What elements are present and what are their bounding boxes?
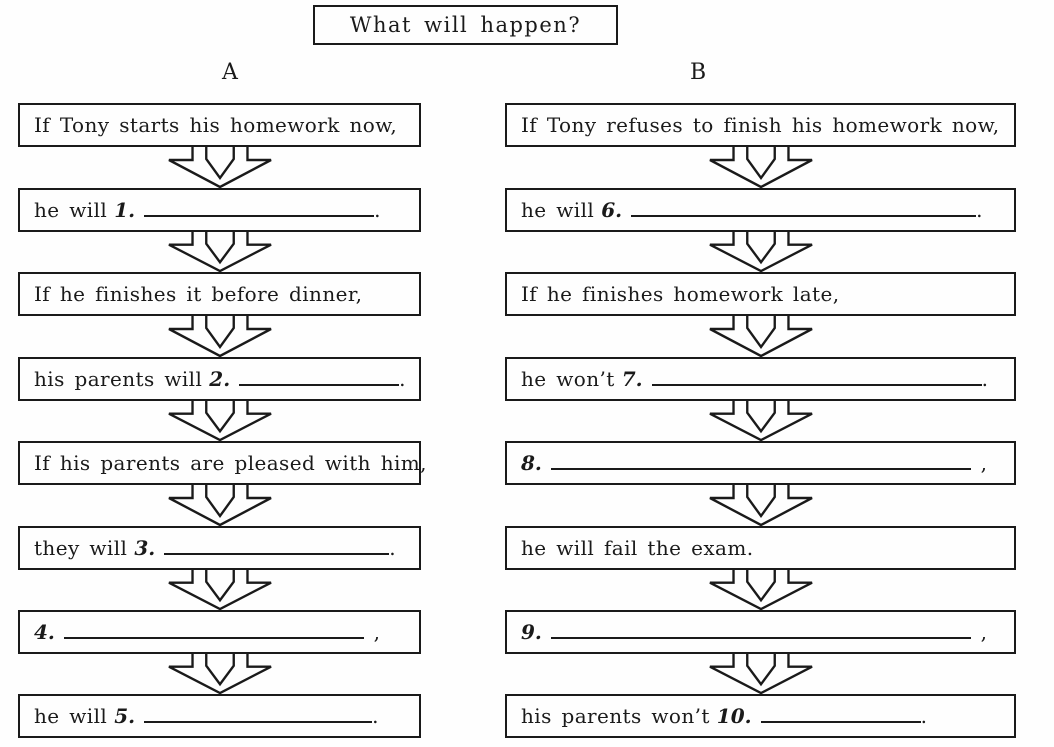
down-arrow-icon <box>708 230 814 273</box>
flow-box: 8. , <box>505 441 1016 485</box>
item-number: 9. <box>521 620 542 644</box>
down-arrow-icon <box>708 314 814 358</box>
box-punctuation: , <box>970 620 988 644</box>
answer-blank <box>63 634 364 639</box>
flow-box: If Tony refuses to finish his homework n… <box>505 103 1016 147</box>
box-text: he will fail the exam. <box>521 536 754 560</box>
box-text: he will <box>34 198 108 222</box>
title-box: What will happen? <box>313 5 618 45</box>
item-number: 10. <box>716 704 752 728</box>
answer-blank <box>144 718 373 723</box>
box-punctuation: . <box>372 704 379 728</box>
item-number: 5. <box>114 704 136 728</box>
box-punctuation: . <box>389 536 396 560</box>
flow-box: 9. , <box>505 610 1016 654</box>
box-text: If his parents are pleased with him, <box>34 451 427 475</box>
answer-blank <box>144 212 375 217</box>
down-arrow-icon <box>167 230 273 273</box>
flow-box: If his parents are pleased with him, <box>18 441 427 485</box>
box-text: he will <box>521 198 595 222</box>
flow-box: he will fail the exam. <box>505 526 1016 570</box>
item-number: 8. <box>521 451 542 475</box>
box-text: they will <box>34 536 128 560</box>
down-arrow-icon <box>167 568 273 611</box>
flow-box: If Tony starts his homework now, <box>18 103 421 147</box>
item-number: 6. <box>601 198 623 222</box>
answer-blank <box>164 550 390 555</box>
down-arrow-icon <box>167 399 273 442</box>
box-text: If Tony refuses to finish his homework n… <box>521 113 1000 137</box>
answer-blank <box>651 381 982 386</box>
column-a-header: A <box>222 60 239 85</box>
item-number: 1. <box>114 198 136 222</box>
down-arrow-icon <box>167 652 273 695</box>
answer-blank <box>239 381 400 386</box>
down-arrow-icon <box>167 483 273 527</box>
down-arrow-icon <box>708 145 814 189</box>
box-text: he won’t <box>521 367 615 391</box>
answer-blank <box>631 212 977 217</box>
flow-box: If he finishes homework late, <box>505 272 1016 316</box>
down-arrow-icon <box>708 483 814 527</box>
column-b-header: B <box>690 60 707 85</box>
box-punctuation: . <box>920 704 928 728</box>
down-arrow-icon <box>708 399 814 442</box>
box-text: he will <box>34 704 108 728</box>
item-number: 4. <box>34 620 55 644</box>
answer-blank <box>760 718 921 723</box>
down-arrow-icon <box>708 652 814 695</box>
box-text: his parents will <box>34 367 203 391</box>
box-punctuation: . <box>981 367 989 391</box>
box-punctuation: , <box>970 451 988 475</box>
box-punctuation: . <box>976 198 983 222</box>
page-title: What will happen? <box>349 13 582 37</box>
box-punctuation: , <box>363 620 381 644</box>
flow-box: If he finishes it before dinner, <box>18 272 421 316</box>
down-arrow-icon <box>167 314 273 358</box>
box-text: his parents won’t <box>521 704 710 728</box>
box-text: If he finishes homework late, <box>521 282 840 306</box>
item-number: 2. <box>209 367 231 391</box>
answer-blank <box>550 465 971 470</box>
down-arrow-icon <box>708 568 814 611</box>
down-arrow-icon <box>167 145 273 189</box>
flow-box: 4. , <box>18 610 421 654</box>
box-punctuation: . <box>399 367 406 391</box>
box-text: If he finishes it before dinner, <box>34 282 363 306</box>
answer-blank <box>550 634 971 639</box>
item-number: 7. <box>621 367 643 391</box>
box-text: If Tony starts his homework now, <box>34 113 398 137</box>
item-number: 3. <box>134 536 156 560</box>
box-punctuation: . <box>374 198 381 222</box>
